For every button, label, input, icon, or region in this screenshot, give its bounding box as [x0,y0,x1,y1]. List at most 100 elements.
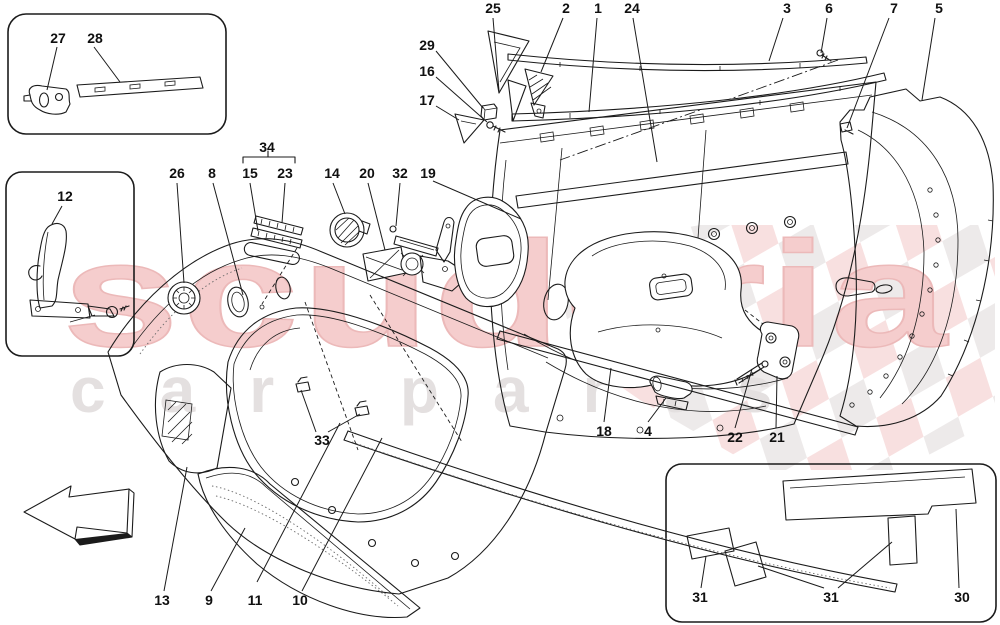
leader-line-13 [163,466,188,592]
leader-line-4 [647,397,667,423]
part-label-9: 9 [205,592,213,608]
leader-line-29 [435,50,484,109]
part-label-27: 27 [50,30,66,46]
part-17-grommet-cover-drawing [454,113,485,144]
leader-line-23 [281,182,286,224]
leader-lines [46,17,960,592]
part-30-strip-drawing [782,468,977,521]
leader-line-26 [176,182,185,284]
part-26-grommet-drawing [167,281,201,315]
screw-bosses [290,477,460,568]
part-label-34: 34 [259,139,275,155]
part-label-2: 2 [562,0,570,16]
part-15-grille-drawing [250,227,303,249]
leader-line-17 [435,105,460,121]
leader-line-16 [435,76,488,123]
part-4-door-stop-drawing [649,375,693,411]
part-16-screw-drawing [486,121,506,133]
part-18-sound-pad-drawing [564,231,773,389]
part-29-spacer-block-drawing [480,103,498,121]
part-label-1: 1 [594,0,602,16]
part-label-31: 31 [823,589,839,605]
leader-line-14 [332,182,346,215]
part-label-5: 5 [935,0,943,16]
leader-line-2 [540,17,564,73]
leader-line-31 [757,565,825,589]
leader-line-24 [632,17,658,163]
part-label-4: 4 [644,423,652,439]
leader-line-8 [212,182,244,296]
part-14-tweeter-drawing [329,212,371,248]
part-label-8: 8 [208,165,216,181]
part-label-28: 28 [87,30,103,46]
part-label-22: 22 [727,429,743,445]
sill-garnish-strips-drawing [343,330,898,593]
part-22-pin-drawing [734,360,769,386]
part-label-33: 33 [314,432,330,448]
leader-line-30 [955,508,960,589]
part-label-12: 12 [57,188,73,204]
part-label-25: 25 [485,0,501,16]
part-32-cable-bracket-drawing [389,216,455,263]
part-label-6: 6 [825,0,833,16]
alignment-axis-line [559,59,839,161]
leader-line-25 [492,17,500,92]
part-label-17: 17 [419,92,435,108]
frame-corner-gusset [507,79,527,122]
part-28-strip-drawing [76,76,204,98]
part-1-window-seal-drawing [511,72,887,122]
shell-rivet-holes [849,187,941,408]
part-31-pads-drawing [686,515,918,587]
leader-line-20 [367,182,386,251]
part-label-24: 24 [624,0,640,16]
leader-line-15 [249,182,259,232]
leader-line-10 [301,437,383,592]
leader-line-5 [921,17,936,101]
leader-line-28 [93,46,121,83]
bracket-34 [242,150,296,164]
leader-line-1 [588,17,598,113]
trim-clips-33 [295,376,370,417]
leader-line-31 [837,541,893,589]
grille-screw [259,304,265,310]
part-label-23: 23 [277,165,293,181]
direction-arrow [23,485,135,546]
part-7-clip-drawing [839,121,854,135]
leader-line-19 [432,180,522,220]
leader-line-32 [395,182,401,227]
part-12-door-handle-drawing [28,222,130,323]
part-label-32: 32 [392,165,408,181]
part-label-11: 11 [248,592,263,608]
leader-line-3 [768,17,784,62]
part-label-13: 13 [154,592,170,608]
part-9-lower-pocket-drawing [197,466,421,619]
part-label-19: 19 [420,165,436,181]
leader-line-9 [210,527,246,592]
leader-line-33 [300,389,317,433]
leader-line-11 [256,422,341,583]
part-25-quarter-trim-drawing [487,30,530,94]
part-label-26: 26 [169,165,185,181]
leader-line-31 [700,555,707,589]
part-label-31: 31 [692,589,708,605]
part-19-gasket-drawing [453,196,529,308]
armrest-opening [225,307,469,523]
part-label-14: 14 [324,165,340,181]
leader-line-33 [327,413,361,433]
door-outer-shell-drawing [835,88,994,428]
inset-box-left [5,171,135,357]
part-label-18: 18 [596,423,612,439]
leader-line-6 [820,17,828,54]
leader-line-22 [734,368,753,429]
leader-line-12 [51,205,63,225]
part-label-21: 21 [769,429,785,445]
part-13-map-pocket-drawing [154,363,232,474]
bracket-34-brace [242,156,296,164]
inset-box-top-left [7,13,227,135]
part-label-20: 20 [359,165,375,181]
part-label-29: 29 [419,37,435,53]
part-6-screw-drawing [816,49,832,62]
